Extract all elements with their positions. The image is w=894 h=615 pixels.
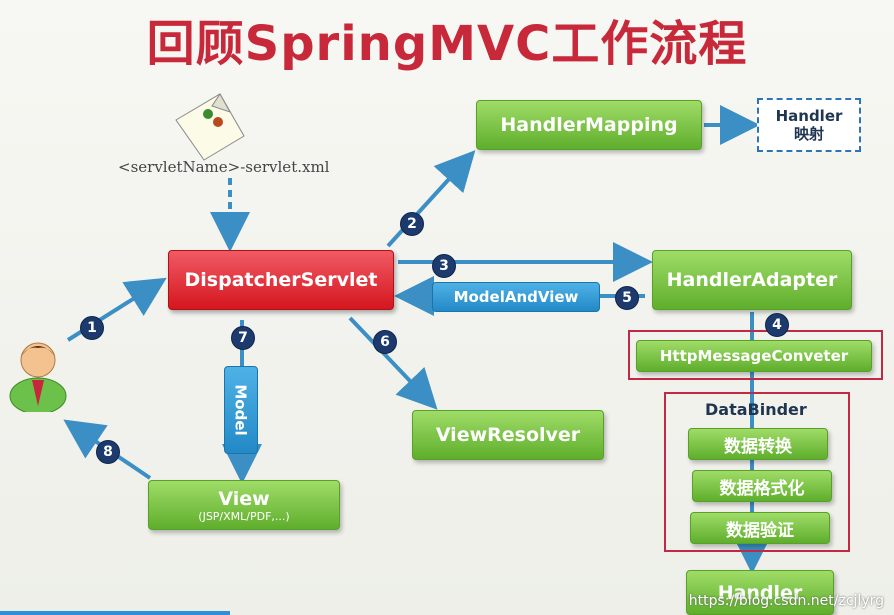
data-binder-frame <box>664 392 850 552</box>
converter-frame <box>628 330 883 380</box>
view-label: View <box>218 487 270 510</box>
watermark-text: https://blog.csdn.net/zcjlyrg <box>688 593 884 609</box>
step-1-badge: 1 <box>80 316 104 340</box>
arrow-2 <box>386 150 476 248</box>
config-file-label: <servletName>-servlet.xml <box>118 158 330 176</box>
http-message-converter-box[interactable]: HttpMessageConveter <box>636 340 872 372</box>
data-binder-label: DataBinder <box>705 400 807 419</box>
model-label: Model <box>232 384 251 436</box>
step-7-badge: 7 <box>231 326 255 350</box>
xml-file-icon <box>175 93 245 161</box>
handler-result-line1: Handler <box>775 107 843 125</box>
handler-mapping-result-box: Handler 映射 <box>757 98 861 152</box>
view-resolver-box[interactable]: ViewResolver <box>412 410 604 460</box>
model-and-view-box: ModelAndView <box>432 282 600 312</box>
data-validate-box[interactable]: 数据验证 <box>690 512 830 544</box>
step-3-badge: 3 <box>432 254 456 278</box>
user-icon <box>9 342 67 412</box>
arrow-6 <box>348 316 438 410</box>
step-4-badge: 4 <box>765 313 789 337</box>
view-box[interactable]: View (JSP/XML/PDF,...) <box>148 480 340 530</box>
data-convert-box[interactable]: 数据转换 <box>688 428 828 460</box>
step-6-badge: 6 <box>373 330 397 354</box>
step-5-badge: 5 <box>615 286 639 310</box>
model-box: Model <box>224 366 258 454</box>
diagram-title: 回顾SpringMVC工作流程 <box>146 16 748 72</box>
handler-mapping-box[interactable]: HandlerMapping <box>476 100 702 150</box>
dispatcher-servlet-box[interactable]: DispatcherServlet <box>168 250 394 310</box>
handler-result-line2: 映射 <box>793 125 824 143</box>
handler-adapter-box[interactable]: HandlerAdapter <box>652 250 852 310</box>
step-8-badge: 8 <box>96 440 120 464</box>
video-progress-bar <box>0 611 230 615</box>
view-sub-label: (JSP/XML/PDF,...) <box>198 509 290 523</box>
data-format-box[interactable]: 数据格式化 <box>692 470 832 502</box>
step-2-badge: 2 <box>400 212 424 236</box>
